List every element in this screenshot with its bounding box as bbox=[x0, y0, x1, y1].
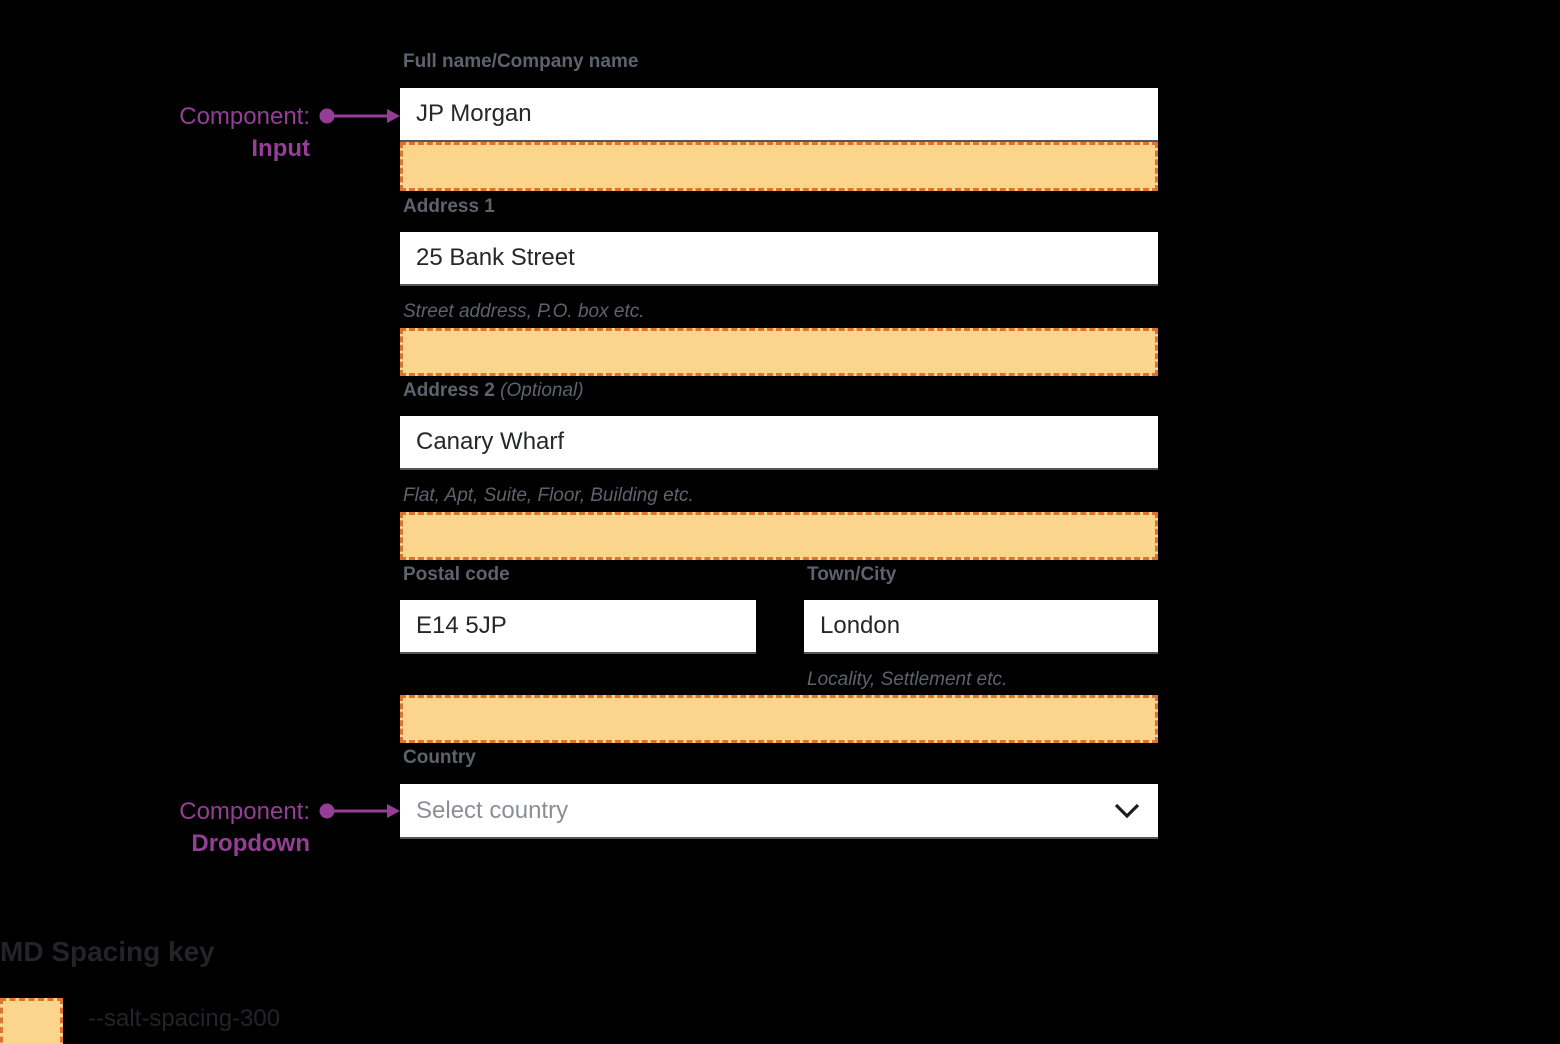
legend-spacing-token: --salt-spacing-300 bbox=[88, 1005, 281, 1032]
address2-helper: Flat, Apt, Suite, Floor, Building etc. bbox=[403, 485, 694, 506]
spacing-block bbox=[400, 328, 1158, 376]
full-name-input[interactable] bbox=[400, 88, 1158, 142]
address1-input[interactable] bbox=[400, 232, 1158, 286]
annotation-arrow-icon bbox=[319, 108, 400, 124]
postal-code-label: Postal code bbox=[403, 564, 510, 585]
address2-label: Address 2 (Optional) bbox=[403, 379, 584, 402]
annotation-component-dropdown: Component: Dropdown bbox=[60, 796, 310, 860]
address2-input[interactable] bbox=[400, 416, 1158, 470]
town-city-label: Town/City bbox=[807, 564, 897, 585]
annotation-component-name: Dropdown bbox=[191, 830, 310, 857]
address2-label-text: Address 2 bbox=[403, 380, 495, 401]
address1-label: Address 1 bbox=[403, 196, 495, 217]
town-city-input[interactable] bbox=[804, 600, 1158, 654]
country-label: Country bbox=[403, 747, 476, 768]
address1-helper: Street address, P.O. box etc. bbox=[403, 301, 645, 322]
annotation-component-name: Input bbox=[251, 135, 310, 162]
country-dropdown-placeholder: Select country bbox=[416, 796, 569, 824]
chevron-down-icon bbox=[1114, 803, 1140, 818]
annotation-prefix: Component: bbox=[179, 798, 310, 825]
annotation-component-input: Component: Input bbox=[60, 101, 310, 165]
country-dropdown[interactable]: Select country bbox=[400, 784, 1158, 839]
full-name-label: Full name/Company name bbox=[403, 51, 639, 72]
legend-spacing-swatch bbox=[0, 998, 63, 1044]
town-city-helper: Locality, Settlement etc. bbox=[807, 669, 1008, 690]
spacing-block bbox=[400, 695, 1158, 743]
address2-optional-suffix: (Optional) bbox=[500, 380, 584, 401]
annotation-arrow-icon bbox=[319, 803, 400, 819]
postal-code-input[interactable] bbox=[400, 600, 756, 654]
spacing-block bbox=[400, 512, 1158, 560]
spacing-block bbox=[400, 142, 1158, 191]
legend-title: MD Spacing key bbox=[0, 936, 215, 967]
annotation-prefix: Component: bbox=[179, 103, 310, 130]
